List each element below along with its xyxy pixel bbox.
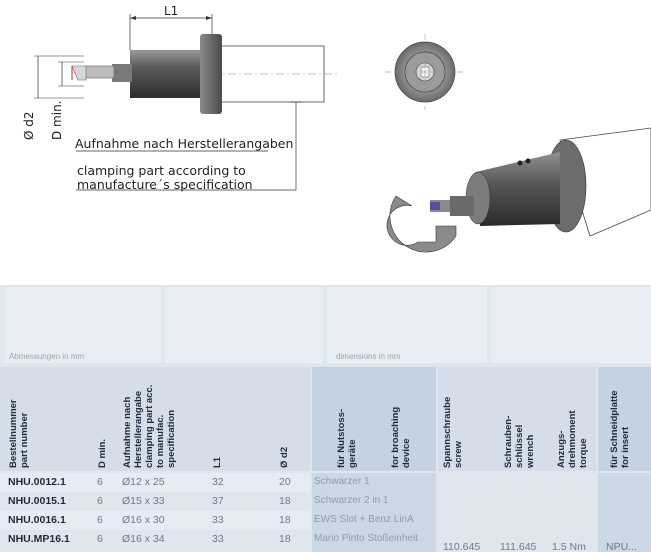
header-screw-2: screw — [453, 441, 464, 468]
cell-clamping: Ø16 x 30 — [122, 514, 165, 526]
header-screw — [438, 367, 596, 471]
header-insert-1: für Schneidplatte — [609, 390, 620, 468]
caption-german: Aufnahme nach Herstellerangaben — [75, 136, 294, 151]
cell-part-number: NHU.0015.1 — [8, 495, 66, 507]
header-clamping-1: Aufnahme nach — [122, 396, 133, 468]
header-clamping-5: specification — [166, 409, 177, 468]
header-broaching-1: für Nutstoss- — [336, 408, 347, 468]
cell-dmin: 6 — [97, 514, 103, 526]
units-german: Abmessungen in mm — [9, 352, 85, 361]
cell-d2: 18 — [279, 514, 291, 526]
header-broaching-en-2: device — [401, 438, 412, 468]
header-main — [0, 367, 310, 471]
cell-device: Mario Pinto Stoßeinheit — [314, 533, 418, 544]
header-dmin: D min. — [97, 438, 108, 468]
cell-part-number: NHU.0012.1 — [8, 476, 66, 488]
dimension-d2-label: Ø d2 — [22, 111, 36, 140]
cell-clamping: Ø12 x 25 — [122, 476, 165, 488]
cell-dmin: 6 — [97, 476, 103, 488]
cell-l1: 32 — [212, 476, 224, 488]
caption-english-line1: clamping part according to — [77, 163, 246, 178]
header-wrench-2: schlüssel — [514, 424, 525, 468]
units-english: dimensions in mm — [336, 352, 401, 361]
table-row: NHU.0016.1 6 Ø16 x 30 33 18 EWS Slot + B… — [0, 511, 651, 530]
cell-part-number: NHU.0016.1 — [8, 514, 66, 526]
cell-d2: 18 — [279, 495, 291, 507]
header-wrench-3: wrench — [525, 434, 536, 468]
cell-l1: 37 — [212, 495, 224, 507]
table-row: NHU.0015.1 6 Ø15 x 33 37 18 Schwarzer 2 … — [0, 492, 651, 511]
header-clamping-3: clamping part acc. — [144, 384, 155, 468]
row-bg-3 — [0, 511, 310, 530]
header-torque-2: drehmoment — [567, 410, 578, 468]
header-clamping-4: to manufac. — [155, 414, 166, 468]
tool-holder-drawing — [34, 14, 651, 253]
header-insert-2: for insert — [620, 426, 631, 468]
header-wrench-1: Schrauben- — [503, 415, 514, 468]
table-row: NHU.0012.1 6 Ø12 x 25 32 20 Schwarzer 1 — [0, 473, 651, 492]
header-torque-3: torque — [578, 438, 589, 468]
technical-drawing: L1 Ø d2 D min. Aufnahme nach Herstellera… — [22, 4, 651, 253]
cell-clamping: Ø15 x 33 — [122, 495, 165, 507]
cell-dmin: 6 — [97, 533, 103, 545]
cell-insert: NPU... — [606, 541, 637, 552]
cell-l1: 33 — [212, 533, 224, 545]
header-clamping-2: Herstellerangabe — [133, 390, 144, 468]
header-part-number-en: part number — [19, 412, 30, 468]
insert-column-shade — [598, 473, 651, 552]
header-d2: Ø d2 — [279, 446, 290, 468]
header-insert — [598, 367, 651, 471]
cell-device: Schwarzer 1 — [314, 476, 370, 487]
header-broaching — [312, 367, 436, 471]
cell-wrench: 111.645 — [500, 541, 537, 552]
dimension-dmin-label: D min. — [50, 100, 64, 141]
header-screw-1: Spannschraube — [442, 396, 453, 468]
cell-device: Schwarzer 2 in 1 — [314, 495, 389, 506]
cell-screw: 110.645 — [443, 541, 481, 552]
info-cell-2 — [165, 287, 323, 363]
table-row: NHU.MP16.1 6 Ø16 x 34 33 18 Mario Pinto … — [0, 530, 651, 549]
cell-clamping: Ø16 x 34 — [122, 533, 165, 545]
row-bg-1 — [0, 473, 310, 492]
header-l1: L1 — [212, 456, 223, 468]
header-torque-1: Anzugs- — [556, 430, 567, 468]
cell-d2: 20 — [279, 476, 291, 488]
cell-l1: 33 — [212, 514, 224, 526]
dimension-l1-label: L1 — [164, 4, 179, 18]
info-cell-1 — [5, 287, 161, 363]
cell-d2: 18 — [279, 533, 291, 545]
info-cell-4 — [491, 287, 651, 363]
cell-device: EWS Slot + Benz LinA — [314, 514, 414, 525]
header-part-number-de: Bestellnummer — [8, 399, 19, 468]
cell-torque: 1.5 Nm — [552, 541, 586, 552]
header-broaching-2: geräte — [347, 439, 358, 468]
header-broaching-en-1: for broaching — [390, 406, 401, 468]
caption-english-line2: manufacture´s specification — [77, 177, 253, 192]
info-cell-3 — [327, 287, 487, 363]
cell-part-number: NHU.MP16.1 — [8, 533, 70, 545]
cell-dmin: 6 — [97, 495, 103, 507]
broaching-column-shade — [312, 473, 436, 552]
